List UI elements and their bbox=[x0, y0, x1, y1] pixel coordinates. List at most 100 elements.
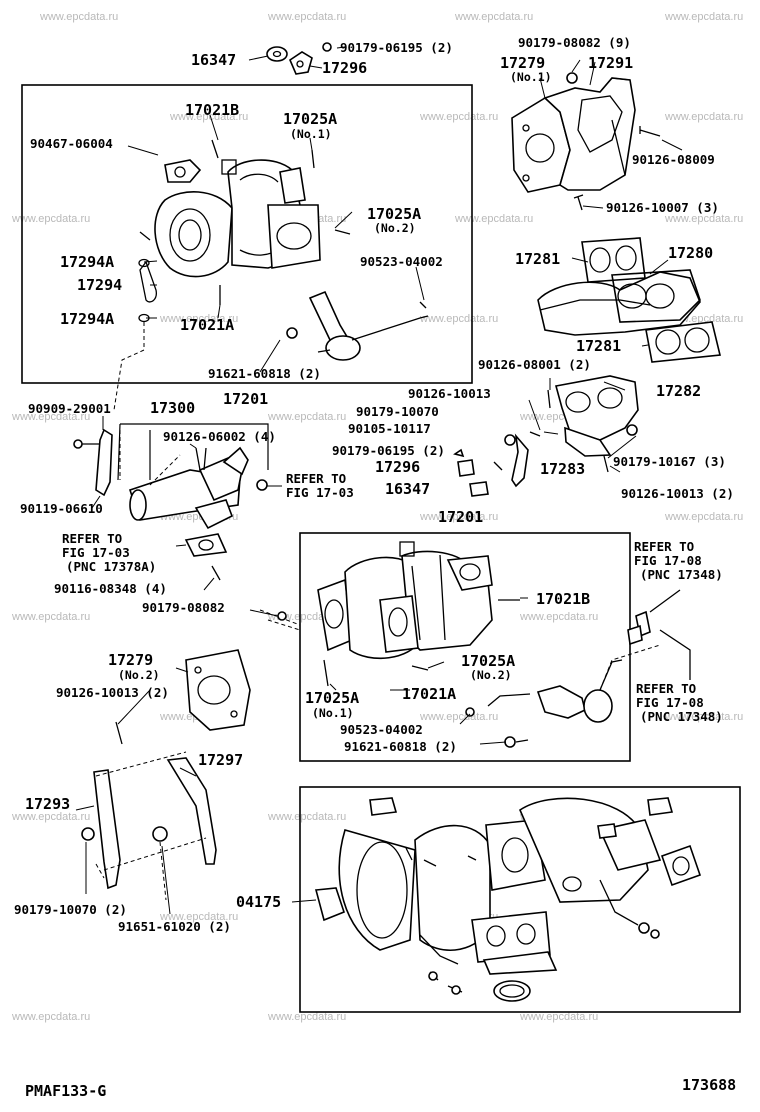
leader-lines bbox=[75, 667, 197, 915]
part-label: 90126-10007 (3) bbox=[606, 200, 719, 215]
overhaul-kit-04175-drawing bbox=[314, 797, 702, 1002]
part-label: REFER TO bbox=[634, 539, 694, 554]
part-label: 17021B bbox=[536, 590, 590, 608]
diagram-code-right: 173688 bbox=[682, 1076, 736, 1094]
part-label: (No.2) bbox=[118, 668, 160, 682]
part-label: 90126-08009 bbox=[632, 152, 715, 167]
part-label: (PNC 17378A) bbox=[66, 559, 156, 574]
part-label: 90179-10070 bbox=[356, 404, 439, 419]
part-label: 90126-10013 bbox=[408, 386, 491, 401]
lower-brackets-drawing bbox=[81, 649, 251, 890]
part-label: 17296 bbox=[375, 458, 420, 476]
leader-lines bbox=[539, 59, 683, 209]
part-label: 17282 bbox=[656, 382, 701, 400]
part-label: 90179-06195 (2) bbox=[340, 40, 453, 55]
part-label: 90105-10117 bbox=[348, 421, 431, 436]
part-label: 90119-06610 bbox=[20, 501, 103, 516]
part-label: 17279 bbox=[500, 54, 545, 72]
watermark: www.epcdata.ru bbox=[454, 11, 533, 23]
part-label: REFER TO bbox=[286, 471, 346, 486]
part-label: FIG 17-03 bbox=[62, 545, 130, 560]
watermark: www.epcdata.ru bbox=[39, 11, 118, 23]
part-label: 90126-06002 (4) bbox=[163, 429, 276, 444]
leader-lines bbox=[329, 597, 528, 745]
watermark: www.epcdata.ru bbox=[11, 611, 90, 623]
part-label: 90909-29001 bbox=[28, 401, 111, 416]
watermark: www.epcdata.ru bbox=[159, 911, 238, 923]
watermark: www.epcdata.ru bbox=[454, 213, 533, 225]
part-label: (No.1) bbox=[510, 70, 552, 84]
leader-lines bbox=[528, 257, 669, 473]
part-label: 17279 bbox=[108, 651, 153, 669]
part-label: 17025A bbox=[367, 205, 421, 223]
part-label: 16347 bbox=[385, 480, 430, 498]
part-label: 17021A bbox=[180, 316, 234, 334]
leader-lines bbox=[248, 46, 346, 69]
part-label: 90126-08001 (2) bbox=[478, 357, 591, 372]
part-label: 90126-10013 (2) bbox=[56, 685, 169, 700]
leader-lines bbox=[291, 899, 317, 903]
part-label: (PNC 17348) bbox=[640, 709, 723, 724]
part-label: FIG 17-08 bbox=[636, 695, 704, 710]
part-label: 90179-08082 bbox=[142, 600, 225, 615]
part-label: 17294A bbox=[60, 253, 114, 271]
part-label: (No.2) bbox=[470, 668, 512, 682]
part-label: 17021B bbox=[185, 101, 239, 119]
exhaust-manifold-17291-drawing bbox=[511, 72, 661, 211]
watermark: www.epcdata.ru bbox=[169, 111, 248, 123]
watermark: www.epcdata.ru bbox=[419, 711, 498, 723]
part-label: 90179-08082 (9) bbox=[518, 35, 631, 50]
part-label: 16347 bbox=[191, 51, 236, 69]
routing-dashes bbox=[113, 322, 145, 411]
watermark: www.epcdata.ru bbox=[11, 811, 90, 823]
part-label: 90116-08348 (4) bbox=[54, 581, 167, 596]
watermark: www.epcdata.ru bbox=[664, 11, 743, 23]
small-fasteners-middle-drawing bbox=[277, 431, 541, 621]
middle-turbo-group-frame bbox=[299, 532, 631, 762]
part-label: 17296 bbox=[322, 59, 367, 77]
watermark: www.epcdata.ru bbox=[664, 213, 743, 225]
part-label: (No.1) bbox=[312, 706, 354, 720]
part-label: 17280 bbox=[668, 244, 713, 262]
part-label: 90179-06195 (2) bbox=[332, 443, 445, 458]
part-label: (No.2) bbox=[374, 221, 416, 235]
bracket-outline bbox=[117, 423, 269, 481]
part-label: 17293 bbox=[25, 795, 70, 813]
part-labels: 16347 90179-06195 (2) 17296 90179-08082 … bbox=[14, 35, 736, 1100]
sensor-pipes-drawing bbox=[627, 589, 691, 680]
part-label: 17291 bbox=[588, 54, 633, 72]
part-label: 17297 bbox=[198, 751, 243, 769]
watermark: www.epcdata.ru bbox=[267, 411, 346, 423]
part-label: REFER TO bbox=[62, 531, 122, 546]
part-label: REFER TO bbox=[636, 681, 696, 696]
watermark: www.epcdata.ru bbox=[664, 511, 743, 523]
turbocharger-upper-drawing bbox=[138, 139, 429, 361]
exhaust-pipe-gaskets-drawing bbox=[537, 237, 721, 473]
turbocharger-middle-drawing bbox=[317, 541, 623, 748]
watermark: www.epcdata.ru bbox=[267, 11, 346, 23]
watermark: www.epcdata.ru bbox=[11, 1011, 90, 1023]
watermark: www.epcdata.ru bbox=[267, 1011, 346, 1023]
watermark: www.epcdata.ru bbox=[11, 411, 90, 423]
part-label: 90179-10070 (2) bbox=[14, 902, 127, 917]
bracket-17300-assembly-drawing bbox=[73, 428, 268, 581]
part-label: 91651-61020 (2) bbox=[118, 919, 231, 934]
part-label: 17201 bbox=[438, 508, 483, 526]
part-label: 17281 bbox=[515, 250, 560, 268]
watermark: www.epcdata.ru bbox=[11, 213, 90, 225]
part-label: 17294A bbox=[60, 310, 114, 328]
leader-lines bbox=[127, 114, 425, 373]
part-label: 17281 bbox=[576, 337, 621, 355]
leader-lines bbox=[91, 416, 282, 617]
watermark: www.epcdata.ru bbox=[519, 611, 598, 623]
part-label: 17283 bbox=[540, 460, 585, 478]
part-label: (No.1) bbox=[290, 127, 332, 141]
part-label: 90523-04002 bbox=[340, 722, 423, 737]
part-label: 91621-60818 (2) bbox=[208, 366, 321, 381]
part-label: (PNC 17348) bbox=[640, 567, 723, 582]
part-label: 17025A bbox=[305, 689, 359, 707]
part-label: 90523-04002 bbox=[360, 254, 443, 269]
part-label: 90126-10013 (2) bbox=[621, 486, 734, 501]
watermark: www.epcdata.ru bbox=[519, 1011, 598, 1023]
